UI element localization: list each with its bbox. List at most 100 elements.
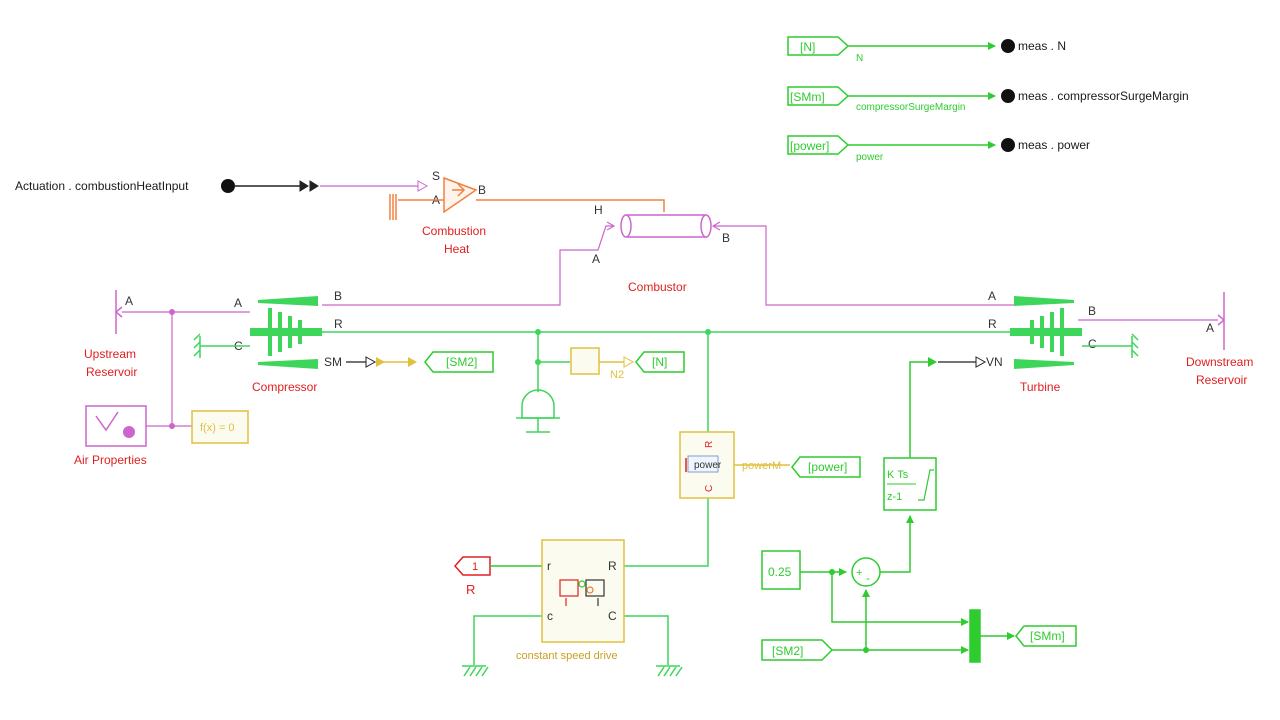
turbine-block[interactable] bbox=[1010, 296, 1082, 369]
constant-speed-drive-block[interactable] bbox=[541, 539, 625, 643]
combustor-port-a: A bbox=[592, 252, 600, 266]
turbine-port-a: A bbox=[988, 289, 996, 303]
goto-tag-power[interactable] bbox=[791, 456, 861, 478]
combustor-to-turbine-gas-line bbox=[713, 225, 1014, 306]
n2-sensor-line bbox=[537, 332, 570, 363]
sum-to-integrator-line bbox=[880, 515, 914, 573]
from-tag-sm2[interactable] bbox=[761, 639, 834, 661]
combustion-port-s: S bbox=[432, 169, 440, 183]
converter-icon[interactable] bbox=[299, 180, 319, 192]
turbine-label: Turbine bbox=[1020, 380, 1061, 394]
from-tag-smm[interactable] bbox=[787, 86, 850, 106]
n2-arrow-icon bbox=[623, 356, 635, 368]
integrator-num: K Ts bbox=[887, 469, 909, 481]
outport-smm-label: meas . compressorSurgeMargin bbox=[1018, 89, 1189, 103]
drive-label: constant speed drive bbox=[516, 650, 618, 662]
constant-value: 0.25 bbox=[768, 565, 792, 579]
combustor-label: Combustor bbox=[628, 280, 687, 294]
solver-block[interactable] bbox=[191, 410, 249, 444]
drive-symbol-icon bbox=[559, 579, 605, 606]
constant-block[interactable] bbox=[761, 550, 801, 590]
drive-port-r-out: R bbox=[608, 559, 617, 573]
outport-group-smm: [SMm] compressorSurgeMargin meas . compr… bbox=[787, 86, 1189, 113]
drive-port-c-in: c bbox=[547, 609, 553, 623]
compressor-label: Compressor bbox=[252, 380, 317, 394]
vn-converter-icon bbox=[928, 357, 937, 367]
compressor-ground-icon bbox=[193, 333, 250, 358]
combustion-heat-symbol-icon bbox=[452, 183, 466, 197]
integrator-to-vn-line bbox=[909, 361, 928, 458]
shaft-junction-1 bbox=[535, 329, 541, 335]
upstream-reservoir-icon[interactable] bbox=[114, 290, 123, 334]
combustion-input-arrow-icon bbox=[417, 180, 429, 192]
goto-tag-smm[interactable] bbox=[1015, 625, 1077, 647]
shaft-junction-3 bbox=[535, 359, 541, 365]
compressor-to-combustor-gas-line bbox=[322, 225, 614, 306]
from-tag-n[interactable] bbox=[787, 36, 850, 56]
sm-arrow-icon bbox=[376, 357, 385, 367]
inport-label: Actuation . combustionHeatInput bbox=[15, 179, 189, 193]
from-tag-power-label: [power] bbox=[790, 139, 829, 153]
outport-smm-icon[interactable] bbox=[1001, 89, 1015, 103]
junction-dot-gas-2 bbox=[169, 423, 175, 429]
from-tag-smm-label: [SMm] bbox=[790, 90, 825, 104]
inertia-icon[interactable] bbox=[516, 389, 560, 433]
combustion-heat-label-1: Combustion bbox=[422, 224, 486, 238]
combustor-block[interactable] bbox=[620, 214, 712, 238]
combustor-port-h: H bbox=[594, 203, 603, 217]
upstream-port-a: A bbox=[125, 294, 133, 308]
n2-label: N2 bbox=[610, 369, 624, 381]
from-tag-power[interactable] bbox=[787, 135, 850, 155]
outport-group-power: [power] power meas . power bbox=[787, 135, 1090, 163]
outport-group-n: [N] N meas . N bbox=[787, 36, 1066, 64]
power-sensor-symbol-icon bbox=[685, 455, 719, 473]
goto-tag-n-label: [N] bbox=[652, 355, 667, 369]
outport-n-icon[interactable] bbox=[1001, 39, 1015, 53]
from-tag-sm2-label: [SM2] bbox=[772, 644, 803, 658]
sm-arrow2-icon bbox=[408, 357, 417, 367]
mux-block[interactable] bbox=[969, 609, 981, 663]
goto-tag-sm2[interactable] bbox=[424, 351, 494, 373]
upstream-label-2: Reservoir bbox=[86, 365, 137, 379]
air-properties-gas-line bbox=[146, 312, 173, 427]
goto-tag-n[interactable] bbox=[635, 351, 685, 373]
drive-c-ground-line-right bbox=[624, 615, 669, 665]
junction-dot-gas-1 bbox=[169, 309, 175, 315]
inport-icon[interactable] bbox=[221, 179, 235, 193]
goto-tag-smm-label: [SMm] bbox=[1030, 629, 1065, 643]
sum-plus: + bbox=[856, 567, 862, 579]
air-properties-block[interactable] bbox=[85, 405, 147, 447]
goto-tag-sm2-label: [SM2] bbox=[446, 355, 477, 369]
integrator-block[interactable] bbox=[883, 457, 937, 511]
integrator-den: z-1 bbox=[887, 491, 902, 503]
drive-ground-left-icon bbox=[462, 665, 489, 677]
drive-ground-right-icon bbox=[656, 665, 683, 677]
signal-label-power: power bbox=[856, 152, 884, 163]
upstream-label-1: Upstream bbox=[84, 347, 136, 361]
outport-n-label: meas . N bbox=[1018, 39, 1066, 53]
drive-port-r-in: r bbox=[547, 559, 551, 573]
downstream-label-2: Reservoir bbox=[1196, 373, 1247, 387]
power-sensor-port-c: C bbox=[704, 485, 715, 492]
combustion-heat-label-2: Heat bbox=[444, 242, 470, 256]
outport-power-icon[interactable] bbox=[1001, 138, 1015, 152]
sum-minus: - bbox=[866, 571, 870, 585]
heat-to-combustor-line bbox=[476, 199, 665, 212]
air-properties-label: Air Properties bbox=[74, 453, 147, 467]
downstream-reservoir-icon[interactable] bbox=[1217, 292, 1226, 350]
from-tag-n-label: [N] bbox=[800, 40, 815, 54]
compressor-port-sm: SM bbox=[324, 355, 342, 369]
compressor-port-b: B bbox=[334, 289, 342, 303]
compressor-port-r: R bbox=[334, 317, 343, 331]
n2-sensor-block[interactable] bbox=[570, 347, 600, 375]
speed-input-value: 1 bbox=[472, 561, 478, 573]
combustion-port-b: B bbox=[478, 183, 486, 197]
turbine-port-b: B bbox=[1088, 304, 1096, 318]
thermal-reference-icon[interactable] bbox=[389, 194, 397, 220]
power-sensor-c-line bbox=[624, 498, 709, 567]
power-sensor-port-r: R bbox=[704, 441, 715, 448]
compressor-block[interactable] bbox=[250, 296, 322, 369]
speed-input-label: R bbox=[466, 582, 475, 597]
compressor-port-a: A bbox=[234, 296, 242, 310]
solver-label: f(x) = 0 bbox=[200, 422, 235, 434]
